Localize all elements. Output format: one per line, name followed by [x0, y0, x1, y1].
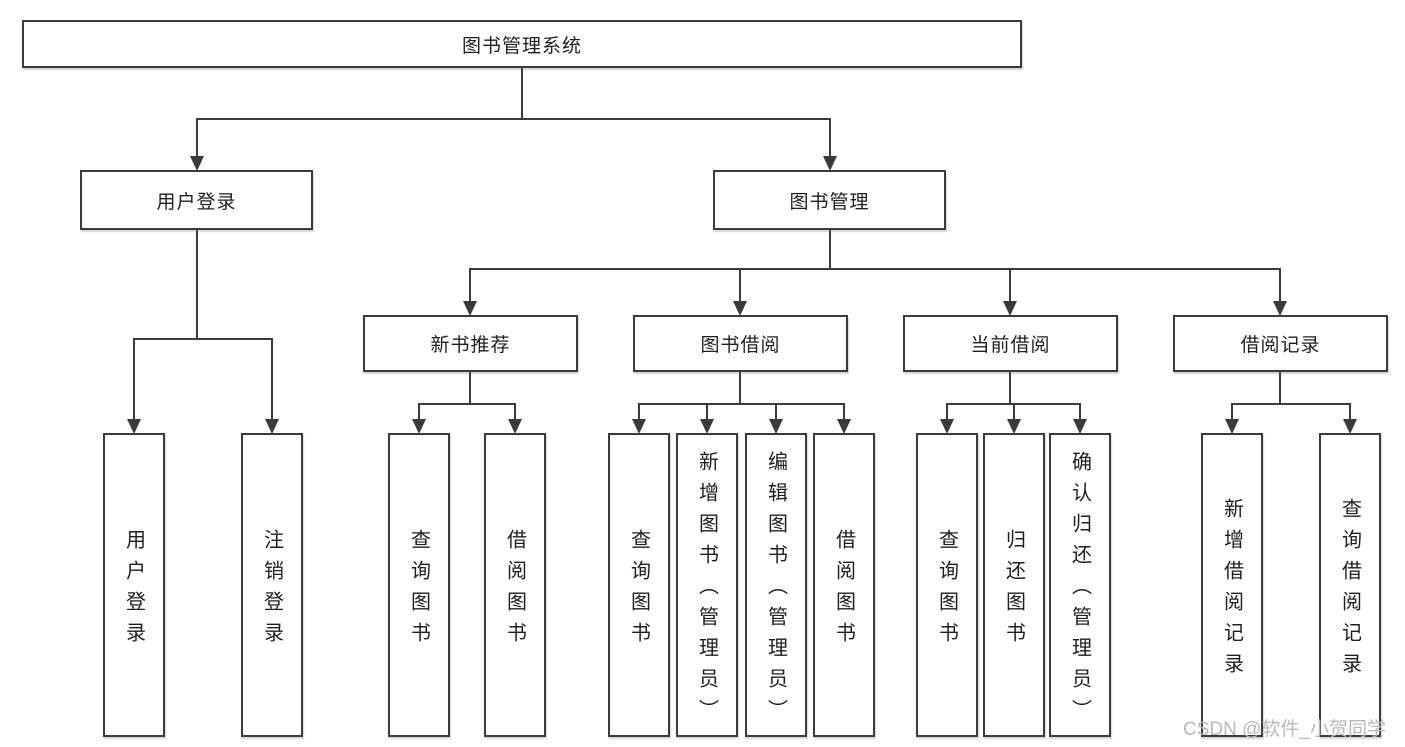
leaf-label: 查询图书 — [627, 528, 650, 653]
arrow-head — [190, 156, 204, 171]
connector-line — [514, 403, 516, 419]
leaf-query-books-recommend: 查询图书 — [388, 433, 450, 737]
connector-line — [196, 230, 198, 338]
connector-line — [1279, 268, 1281, 301]
arrow-head — [1007, 419, 1021, 434]
connector-line — [843, 403, 845, 419]
watermark: CSDN @软件_小贺同学 — [1183, 719, 1386, 740]
leaf-label: 新增借阅记录 — [1220, 497, 1243, 684]
node-book-management: 图书管理 — [713, 170, 946, 230]
connector-line — [829, 230, 831, 268]
arrow-head — [632, 419, 646, 434]
connector-line — [739, 268, 741, 301]
node-user-login: 用户登录 — [80, 170, 313, 230]
leaf-add-borrow-record: 新增借阅记录 — [1201, 433, 1263, 737]
leaf-user-login: 用户登录 — [103, 433, 165, 737]
leaf-logout: 注销登录 — [241, 433, 303, 737]
leaf-return-book: 归还图书 — [983, 433, 1045, 737]
connector-line — [418, 403, 516, 405]
connector-line — [1009, 268, 1011, 301]
connector-line — [1231, 403, 1233, 419]
arrow-head — [508, 419, 522, 434]
arrow-head — [823, 156, 837, 171]
connector-line — [196, 118, 198, 158]
arrow-head — [1073, 419, 1087, 434]
connector-line — [1279, 372, 1281, 403]
connector-line — [271, 338, 273, 419]
leaf-label: 归还图书 — [1002, 528, 1025, 653]
connector-line — [829, 118, 831, 158]
arrow-head — [265, 419, 279, 434]
connector-line — [469, 268, 1281, 270]
node-new-book-recommend: 新书推荐 — [363, 315, 578, 372]
leaf-query-books-borrowing: 查询图书 — [608, 433, 670, 737]
connector-line — [706, 403, 708, 419]
connector-line — [469, 372, 471, 403]
connector-line — [418, 403, 420, 419]
connector-line — [775, 403, 777, 419]
arrow-head — [940, 419, 954, 434]
arrow-head — [769, 419, 783, 434]
connector-line — [1079, 403, 1081, 419]
leaf-label: 注销登录 — [260, 528, 283, 653]
connector-line — [1009, 372, 1011, 403]
leaf-label: 查询图书 — [935, 528, 958, 653]
node-current-borrowing: 当前借阅 — [903, 315, 1118, 372]
leaf-add-book-admin: 新增图书（管理员） — [676, 433, 738, 737]
node-book-borrowing: 图书借阅 — [633, 315, 848, 372]
leaf-borrow-books-borrowing: 借阅图书 — [813, 433, 875, 737]
connector-line — [1349, 403, 1351, 419]
arrow-head — [1225, 419, 1239, 434]
connector-line — [739, 372, 741, 403]
leaf-label: 新增图书（管理员） — [695, 451, 718, 730]
arrow-head — [127, 419, 141, 434]
leaf-query-borrow-record: 查询借阅记录 — [1319, 433, 1381, 737]
connector-line — [133, 338, 135, 419]
connector-line — [638, 403, 845, 405]
connector-line — [1231, 403, 1351, 405]
leaf-query-books-current: 查询图书 — [916, 433, 978, 737]
connector-line — [133, 338, 273, 340]
leaf-label: 查询图书 — [407, 528, 430, 653]
connector-line — [638, 403, 640, 419]
arrow-head — [700, 419, 714, 434]
arrow-head — [733, 301, 747, 316]
leaf-label: 查询借阅记录 — [1338, 497, 1361, 684]
connector-line — [1013, 403, 1015, 419]
leaf-edit-book-admin: 编辑图书（管理员） — [745, 433, 807, 737]
arrow-head — [463, 301, 477, 316]
node-root: 图书管理系统 — [22, 20, 1022, 68]
leaf-label: 确认归还（管理员） — [1068, 451, 1091, 730]
connector-line — [196, 118, 831, 120]
connector-line — [521, 68, 523, 118]
arrow-head — [412, 419, 426, 434]
connector-line — [946, 403, 948, 419]
leaf-label: 用户登录 — [122, 528, 145, 653]
arrow-head — [837, 419, 851, 434]
arrow-head — [1273, 301, 1287, 316]
connector-line — [469, 268, 471, 301]
leaf-confirm-return-admin: 确认归还（管理员） — [1049, 433, 1111, 737]
arrow-head — [1003, 301, 1017, 316]
leaf-label: 借阅图书 — [832, 528, 855, 653]
leaf-borrow-books-recommend: 借阅图书 — [484, 433, 546, 737]
leaf-label: 编辑图书（管理员） — [764, 451, 787, 730]
arrow-head — [1343, 419, 1357, 434]
leaf-label: 借阅图书 — [503, 528, 526, 653]
node-borrowing-records: 借阅记录 — [1173, 315, 1388, 372]
